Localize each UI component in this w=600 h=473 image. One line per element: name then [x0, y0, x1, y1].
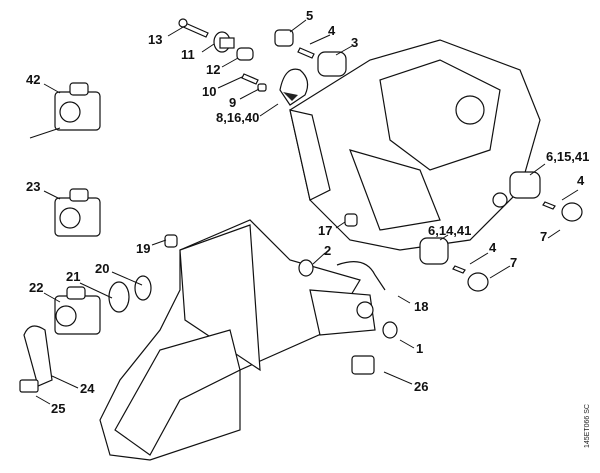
part-label-9: 9 [229, 95, 237, 110]
part-label-19: 19 [136, 241, 151, 256]
part-label-23: 23 [26, 179, 41, 194]
part-label-4-lower: 4 [489, 240, 497, 255]
part-label-4-top: 4 [328, 23, 336, 38]
part-label-20: 20 [95, 261, 110, 276]
carburetor-42 [29, 82, 101, 139]
part-label-42: 42 [26, 72, 41, 87]
part-label-3: 3 [351, 35, 359, 50]
part-label-25: 25 [51, 401, 66, 416]
part-label-8-16-40: 8,16,40 [216, 110, 260, 125]
part-label-10: 10 [202, 84, 217, 99]
carburetor-22 [54, 286, 101, 335]
part-label-4-right: 4 [577, 173, 585, 188]
part-label-26: 26 [414, 379, 429, 394]
leader-lines [35, 19, 579, 405]
part-label-17: 17 [318, 223, 333, 238]
part-label-24: 24 [80, 381, 95, 396]
crankcase [289, 39, 541, 251]
part-label-2: 2 [324, 243, 332, 258]
carburetor-23 [54, 188, 101, 237]
part-label-22: 22 [29, 280, 44, 295]
part-label-1: 1 [416, 341, 424, 356]
part-label-12: 12 [206, 62, 221, 77]
part-label-11: 11 [181, 47, 195, 62]
part-label-6-15-41: 6,15,41 [546, 149, 590, 164]
part-label-7-lower: 7 [510, 255, 518, 270]
small-parts [19, 18, 583, 393]
part-label-18: 18 [414, 299, 429, 314]
part-label-13: 13 [148, 32, 163, 47]
part-label-21: 21 [66, 269, 81, 284]
drawing-code: 145ET066 SC [584, 404, 591, 448]
part-label-5: 5 [306, 8, 314, 23]
part-label-6-14-41: 6,14,41 [428, 223, 472, 238]
part-label-7-right: 7 [540, 229, 548, 244]
tank-housing [99, 219, 376, 461]
